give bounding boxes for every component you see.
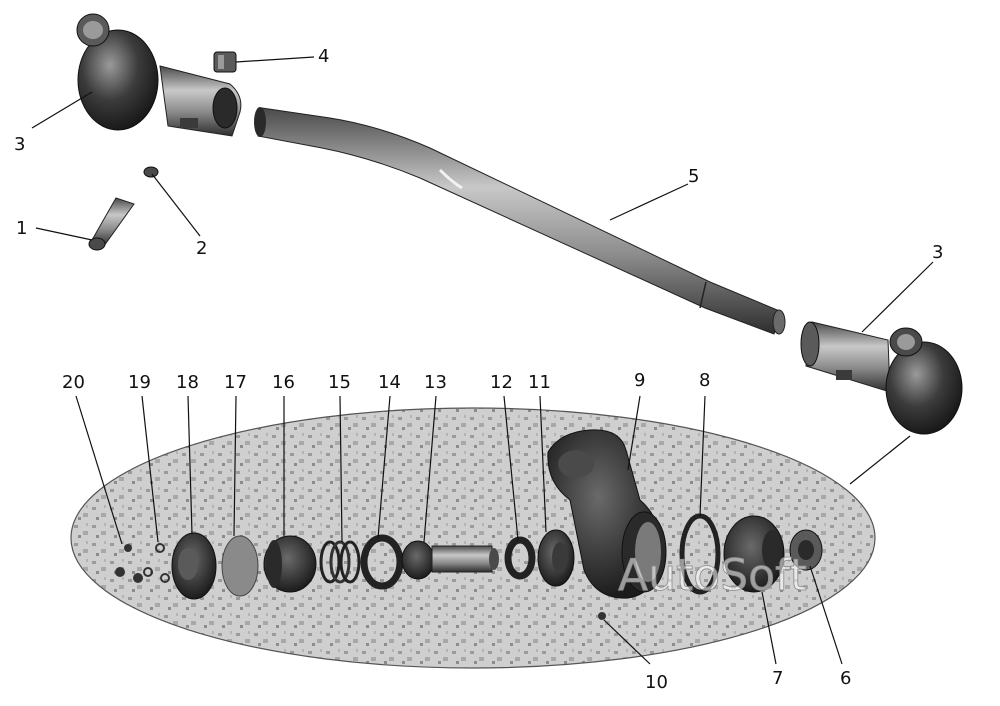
watermark-text: AutoSoft — [618, 550, 807, 601]
part-11-bushing — [537, 529, 575, 587]
part-10-fitting — [598, 612, 606, 620]
callout-16: 16 — [272, 372, 295, 393]
callout-19: 19 — [128, 372, 151, 393]
pin-2 — [143, 166, 159, 178]
part-9-housing — [547, 429, 667, 599]
callout-7: 7 — [772, 668, 783, 689]
exploded-view-ellipse — [70, 407, 876, 669]
part-14-ring — [360, 534, 404, 590]
part-20-screws — [115, 544, 143, 583]
callout-3-right: 3 — [932, 242, 943, 263]
nut-4 — [213, 51, 237, 73]
bolt-1 — [88, 197, 135, 251]
part-7-boot — [723, 515, 785, 593]
part-16-cup — [263, 535, 317, 593]
callout-1: 1 — [16, 218, 27, 239]
tie-rod-end-left — [76, 13, 242, 137]
part-17-gasket — [221, 535, 259, 597]
callout-9: 9 — [634, 370, 645, 391]
part-18-cover — [171, 532, 217, 600]
callout-5: 5 — [688, 166, 699, 187]
part-19-washers — [143, 543, 170, 583]
callout-12: 12 — [490, 372, 513, 393]
callout-11: 11 — [528, 372, 551, 393]
callout-10: 10 — [645, 672, 668, 693]
callout-14: 14 — [378, 372, 401, 393]
part-15-spring — [319, 540, 361, 584]
callout-2: 2 — [196, 238, 207, 259]
part-12-washer — [504, 536, 536, 580]
callout-13: 13 — [424, 372, 447, 393]
callout-4: 4 — [318, 46, 329, 67]
callout-3-left: 3 — [14, 134, 25, 155]
tie-rod-end-right — [800, 321, 963, 435]
callout-labels: 1 2 3 4 5 3 6 7 8 9 10 11 12 13 14 15 16… — [14, 46, 943, 693]
callout-17: 17 — [224, 372, 247, 393]
callout-15: 15 — [328, 372, 351, 393]
callout-6: 6 — [840, 668, 851, 689]
callout-18: 18 — [176, 372, 199, 393]
part-6-nut — [789, 529, 823, 571]
callout-8: 8 — [699, 370, 710, 391]
part-13-ball-pin — [401, 540, 499, 580]
tie-rod-tube — [254, 107, 786, 335]
leader-lines — [31, 56, 934, 665]
callout-20: 20 — [62, 372, 85, 393]
